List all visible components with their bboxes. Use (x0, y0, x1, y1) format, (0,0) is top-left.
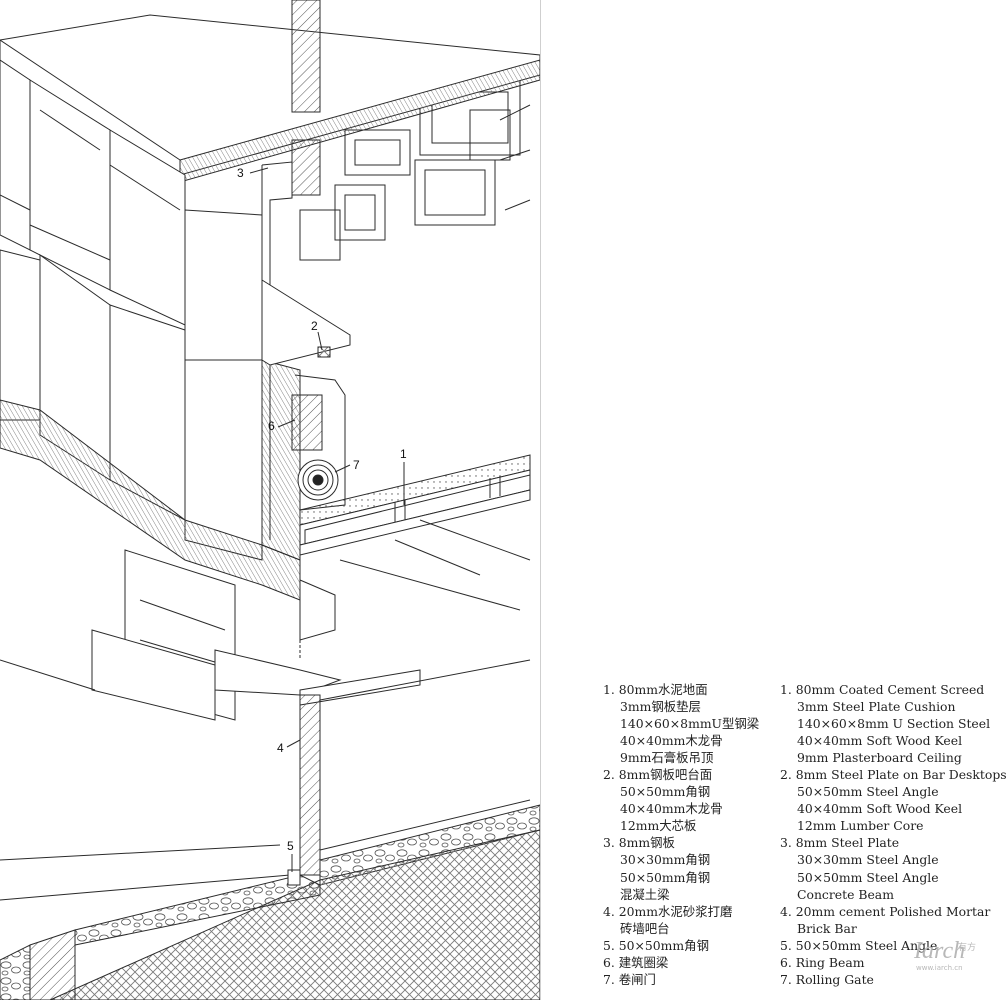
legend-item-2: 2. 8mm Steel Plate on Bar Desktops (780, 767, 1007, 783)
callout-1: 1 (400, 447, 407, 461)
axonometric-section-drawing: 3 2 6 7 1 4 5 (0, 0, 541, 1000)
legend-subitem: 30×30mm角钢 (620, 852, 711, 868)
callout-7: 7 (353, 458, 360, 472)
legend-subitem: 40×40mm木龙骨 (620, 733, 723, 749)
legend-item-6: 6. 建筑圈梁 (603, 954, 669, 970)
legend-item-3: 3. 8mm钢板 (603, 835, 675, 851)
legend-item-5: 5. 50×50mm角钢 (603, 937, 709, 953)
legend-item-7: 7. Rolling Gate (780, 971, 874, 987)
legend-item-4: 4. 20mm cement Polished Mortar (780, 903, 991, 919)
cement-floor-1 (299, 454, 531, 556)
legend-item-1: 1. 80mm水泥地面 (603, 682, 708, 697)
legend-subitem: Brick Bar (797, 920, 857, 936)
panel-divider (540, 0, 541, 1000)
column-lower (291, 139, 321, 196)
legend-subitem: 140×60×8mmU型钢梁 (620, 716, 760, 732)
callout-numbers: 3 2 6 7 1 4 5 (237, 166, 407, 853)
legend-subitem: 混凝土梁 (620, 886, 670, 902)
legend-subitem: 9mm石膏板吊顶 (620, 750, 714, 766)
legend-subitem: 3mm钢板垫层 (620, 699, 701, 715)
legend-subitem: 40×40mm木龙骨 (620, 801, 723, 817)
legend-subitem: 40×40mm Soft Wood Keel (797, 801, 963, 817)
callout-3: 3 (237, 166, 244, 180)
rolling-gate-coil (297, 459, 339, 501)
legend-subitem: 砖墙吧台 (620, 920, 670, 936)
ground-foundation (0, 804, 541, 1000)
lower-bar-frame (91, 549, 336, 721)
legend-subitem: 40×40mm Soft Wood Keel (797, 733, 963, 749)
callout-4: 4 (277, 741, 284, 755)
watermark-url: www.iarch.cn (916, 964, 963, 972)
bar-countertop-2 (261, 279, 351, 511)
watermark-text: Iarch (913, 938, 965, 964)
column-upper (291, 0, 321, 113)
legend-item-5: 5. 50×50mm Steel Angle (780, 937, 938, 953)
watermark-svg: Iarch 有方 www.iarch.cn (913, 938, 976, 972)
callout-5: 5 (287, 839, 294, 853)
left-shelf-frame (0, 59, 186, 326)
legend-subitem: 140×60×8mm U Section Steel (797, 716, 991, 732)
drawing-svg: 3 2 6 7 1 4 5 (0, 0, 541, 1000)
legend-subitem: 9mm Plasterboard Ceiling (797, 750, 962, 766)
legend-subitem: 12mm Lumber Core (797, 818, 924, 834)
legend-item-2: 2. 8mm钢板吧台面 (603, 767, 713, 783)
folded-panels (0, 209, 263, 561)
callout-6: 6 (268, 419, 275, 433)
legend-item-4: 4. 20mm水泥砂浆打磨 (603, 903, 733, 919)
watermark-brand: 有方 (958, 941, 976, 953)
room-background (0, 519, 531, 851)
legend-english: 1. 80mm Coated Cement Screed 3mm Steel Pl… (780, 681, 1007, 988)
legend-item-3: 3. 8mm Steel Plate (780, 835, 900, 851)
legend-subitem: 50×50mm角钢 (620, 869, 711, 885)
watermark-logo: Iarch 有方 www.iarch.cn (912, 928, 986, 974)
legend-item-6: 6. Ring Beam (780, 954, 865, 970)
legend-subitem: 12mm大芯板 (620, 818, 697, 834)
legend-subitem: 50×50mm Steel Angle (797, 869, 939, 885)
legend-subitem: 50×50mm角钢 (620, 784, 711, 800)
line-work (0, 0, 541, 1000)
legend-subitem: 3mm Steel Plate Cushion (797, 699, 956, 715)
legend-subitem: Concrete Beam (797, 886, 894, 902)
callout-2: 2 (311, 319, 318, 333)
legend-subitem: 30×30mm Steel Angle (797, 852, 939, 868)
leader-lines (249, 167, 405, 872)
legend-item-7: 7. 卷闸门 (603, 971, 656, 987)
legend-item-1: 1. 80mm Coated Cement Screed (780, 682, 985, 697)
legend-subitem: 50×50mm Steel Angle (797, 784, 939, 800)
brick-bar-4 (214, 649, 421, 876)
